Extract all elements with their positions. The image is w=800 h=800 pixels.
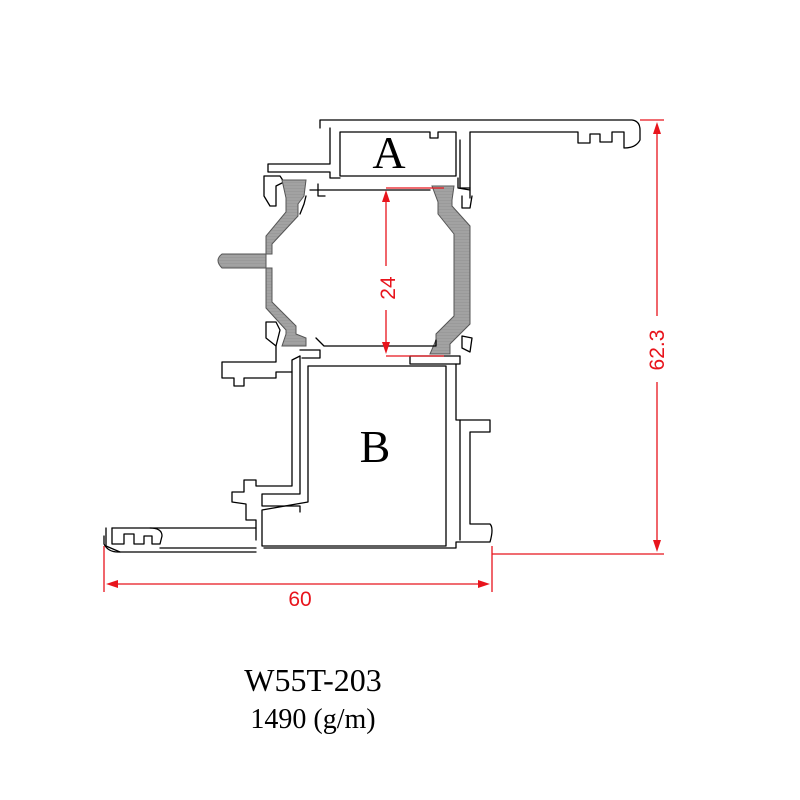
thermal-gap-dimension: 24 [376,187,444,357]
part-code: W55T-203 [244,662,382,698]
thermal-gap-label: 24 [377,276,400,300]
total-width-label: 60 [288,588,311,611]
part-weight: 1490 (g/m) [250,704,376,735]
total-width-dimension: 60 [103,546,493,611]
lower-profile-outline [103,345,493,553]
chamber-a-label: A [372,127,405,178]
chamber-b-label: B [360,421,391,472]
left-thermal-strip [217,179,307,347]
thermal-break-strips [217,179,471,355]
total-height-dimension: 62.3 [492,119,670,555]
upper-profile-outline [263,119,641,209]
right-thermal-strip [429,185,471,355]
total-height-label: 62.3 [646,330,669,371]
